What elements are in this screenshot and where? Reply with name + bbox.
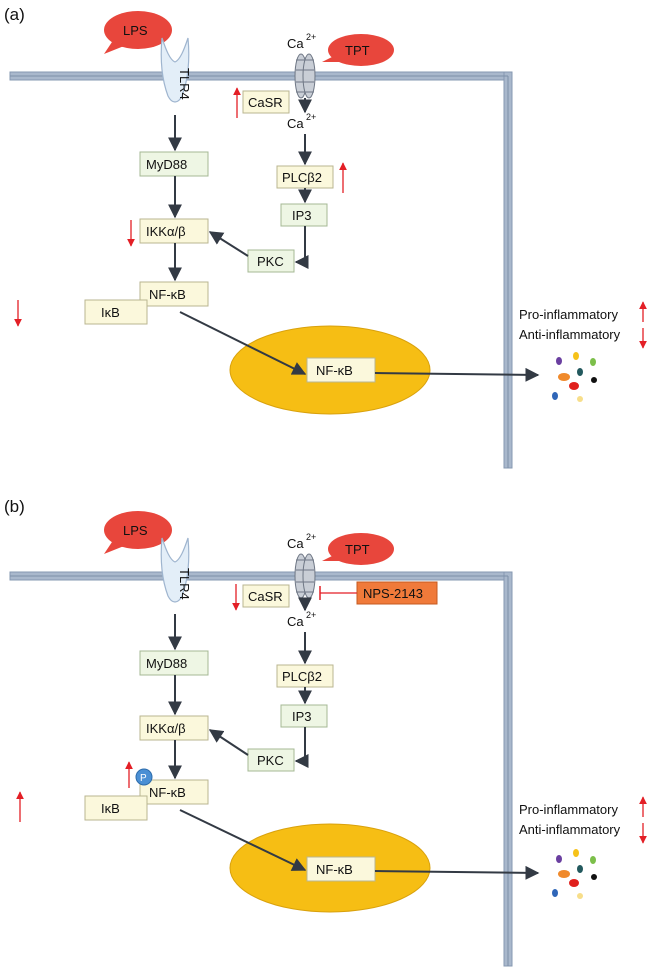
casr-label: CaSR [248, 95, 283, 110]
tlr4-receptor-icon: TLR4 [160, 37, 192, 103]
ca-outside-charge: 2+ [306, 532, 316, 542]
tlr4-label: TLR4 [177, 68, 192, 100]
lps-cloud-icon: LPS [104, 11, 172, 54]
plcb2-label: PLCβ2 [282, 170, 322, 185]
ca-inside-charge: 2+ [306, 112, 316, 122]
myd88-node: MyD88 [139, 151, 209, 177]
ikb-label: IκB [101, 305, 120, 320]
cell-membrane [9, 571, 513, 967]
ip3-label: IP3 [292, 709, 312, 724]
ca-inside-charge: 2+ [306, 610, 316, 620]
cytokine-dots-icon [552, 352, 597, 402]
ikk-label: IKKα/β [146, 721, 186, 736]
phosphate-icon: P [135, 768, 153, 786]
nfkb-node: NF-κB [139, 779, 209, 805]
ca-outside-label: Ca [287, 36, 304, 51]
pro-inflammatory-label: Pro-inflammatory [519, 307, 618, 322]
ca-inside-label: Ca [287, 614, 304, 629]
pkc-node: PKC [247, 748, 295, 772]
panel-label: (b) [4, 497, 25, 516]
ikb-label: IκB [101, 801, 120, 816]
tpt-cloud-icon: TPT [322, 533, 394, 565]
ikk-node: IKKα/β [139, 218, 209, 244]
nps2143-inhibitor-node: NPS-2143 [356, 581, 438, 605]
pkc-node: PKC [247, 249, 295, 273]
anti-inflammatory-label: Anti-inflammatory [519, 822, 621, 837]
pro-inflammatory-label: Pro-inflammatory [519, 802, 618, 817]
panel-b: (b) LPS TLR4 Ca 2+ [4, 497, 647, 967]
casr-node: CaSR [242, 584, 290, 608]
panel-a: (a) LPS TLR4 Ca 2+ [4, 5, 647, 469]
myd88-label: MyD88 [146, 656, 187, 671]
nfkb-nucleus-label: NF-κB [316, 363, 353, 378]
nfkb-nucleus-node: NF-κB [306, 856, 376, 882]
tlr4-receptor-icon: TLR4 [160, 537, 192, 603]
plcb2-node: PLCβ2 [276, 165, 334, 189]
myd88-node: MyD88 [139, 650, 209, 676]
ikb-node: IκB [84, 299, 148, 325]
plcb2-node: PLCβ2 [276, 664, 334, 688]
nfkb-nucleus-node: NF-κB [306, 357, 376, 383]
tpt-label: TPT [345, 542, 370, 557]
nfkb-label: NF-κB [149, 287, 186, 302]
ca-outside-charge: 2+ [306, 32, 316, 42]
cell-membrane [9, 71, 513, 469]
pkc-label: PKC [257, 753, 284, 768]
panel-label: (a) [4, 5, 25, 24]
nfkb-label: NF-κB [149, 785, 186, 800]
plcb2-label: PLCβ2 [282, 669, 322, 684]
casr-node: CaSR [242, 90, 290, 114]
myd88-label: MyD88 [146, 157, 187, 172]
casr-label: CaSR [248, 589, 283, 604]
ion-channel-icon [294, 53, 316, 99]
ip3-node: IP3 [280, 203, 328, 227]
anti-inflammatory-label: Anti-inflammatory [519, 327, 621, 342]
nps2143-label: NPS-2143 [363, 586, 423, 601]
pkc-label: PKC [257, 254, 284, 269]
lps-label: LPS [123, 523, 148, 538]
tpt-cloud-icon: TPT [322, 34, 394, 66]
ikk-node: IKKα/β [139, 715, 209, 741]
tlr4-label: TLR4 [177, 568, 192, 600]
cytokine-dots-icon [552, 849, 597, 899]
ip3-node: IP3 [280, 704, 328, 728]
lps-cloud-icon: LPS [104, 511, 172, 554]
nfkb-node: NF-κB [139, 281, 209, 307]
nfkb-nucleus-label: NF-κB [316, 862, 353, 877]
ip3-label: IP3 [292, 208, 312, 223]
ion-channel-icon [294, 553, 316, 599]
ca-inside-label: Ca [287, 116, 304, 131]
phosphate-label: P [140, 773, 147, 784]
lps-label: LPS [123, 23, 148, 38]
tpt-label: TPT [345, 43, 370, 58]
ikb-node: IκB [84, 795, 148, 821]
ikk-label: IKKα/β [146, 224, 186, 239]
ca-outside-label: Ca [287, 536, 304, 551]
